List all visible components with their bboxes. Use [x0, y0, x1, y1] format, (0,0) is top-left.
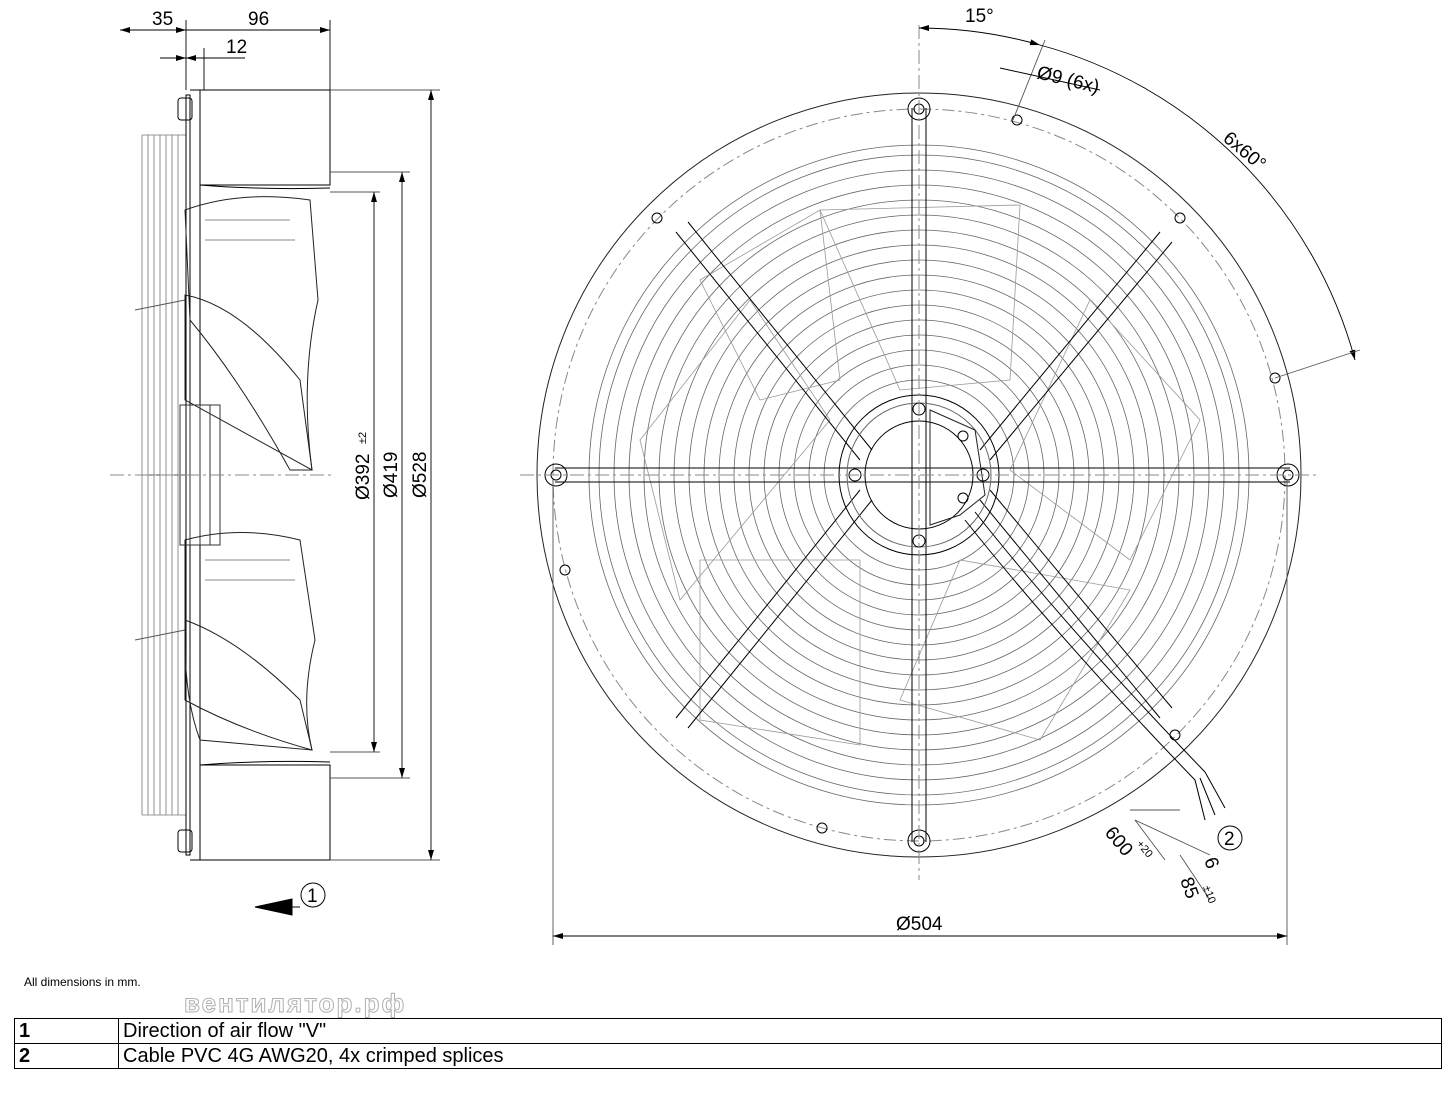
hole-dimension: Ø9 (6x): [1035, 62, 1102, 98]
airflow-arrow: [254, 898, 293, 916]
dim-6: 6: [1199, 855, 1222, 872]
side-view-dimensions: [120, 20, 440, 861]
legend-row: 2 Cable PVC 4G AWG20, 4x crimped splices: [14, 1043, 1442, 1069]
dim-528: Ø528: [410, 452, 431, 498]
cable: [964, 511, 1226, 821]
side-view: [110, 89, 335, 916]
dim-35: 35: [152, 9, 173, 30]
legend-row: 1 Direction of air flow "V": [14, 1018, 1442, 1044]
dim-392: Ø392: [353, 454, 374, 500]
side-nozzle: [200, 89, 331, 186]
dim-392-tolerance: ±2: [357, 432, 369, 444]
side-bolt-bottom: [177, 829, 193, 853]
callout-2: 2: [1224, 829, 1235, 850]
legend-number: 2: [14, 1043, 119, 1069]
impeller-blades: [639, 204, 1201, 746]
side-bolt-top: [177, 97, 193, 121]
legend-text: Direction of air flow "V": [118, 1018, 1442, 1044]
dim-504: Ø504: [896, 914, 943, 935]
front-view-dimensions: [552, 25, 1361, 945]
dim-419: Ø419: [381, 452, 402, 498]
legend-table: 1 Direction of air flow "V" 2 Cable PVC …: [14, 1018, 1442, 1069]
technical-drawing: 35 96 12 Ø392 ±2 Ø419 Ø528 1: [110, 6, 1361, 945]
dim-12: 12: [226, 37, 247, 58]
callout-1: 1: [307, 886, 318, 907]
dim-96: 96: [248, 9, 269, 30]
callout-2-circle: [1217, 825, 1243, 851]
legend-number: 1: [14, 1018, 119, 1044]
front-view: [520, 25, 1320, 880]
watermark: вентилятор.рф: [183, 988, 407, 1019]
dimension-note: All dimensions in mm.: [24, 975, 141, 989]
angle-15: 15°: [965, 6, 994, 27]
dim-85-tolerance: ±10: [1200, 884, 1218, 905]
side-impeller: [184, 196, 319, 751]
callout-1-circle: [300, 882, 326, 908]
legend-text: Cable PVC 4G AWG20, 4x crimped splices: [118, 1043, 1442, 1069]
side-flange: [185, 94, 191, 856]
angle-6x60: 6x60°: [1219, 128, 1270, 175]
dim-85: 85: [1175, 875, 1202, 902]
cable-length-tolerance: +20: [1134, 838, 1155, 860]
bolt-circle: [552, 108, 1286, 842]
cable-length: 600: [1100, 823, 1136, 861]
